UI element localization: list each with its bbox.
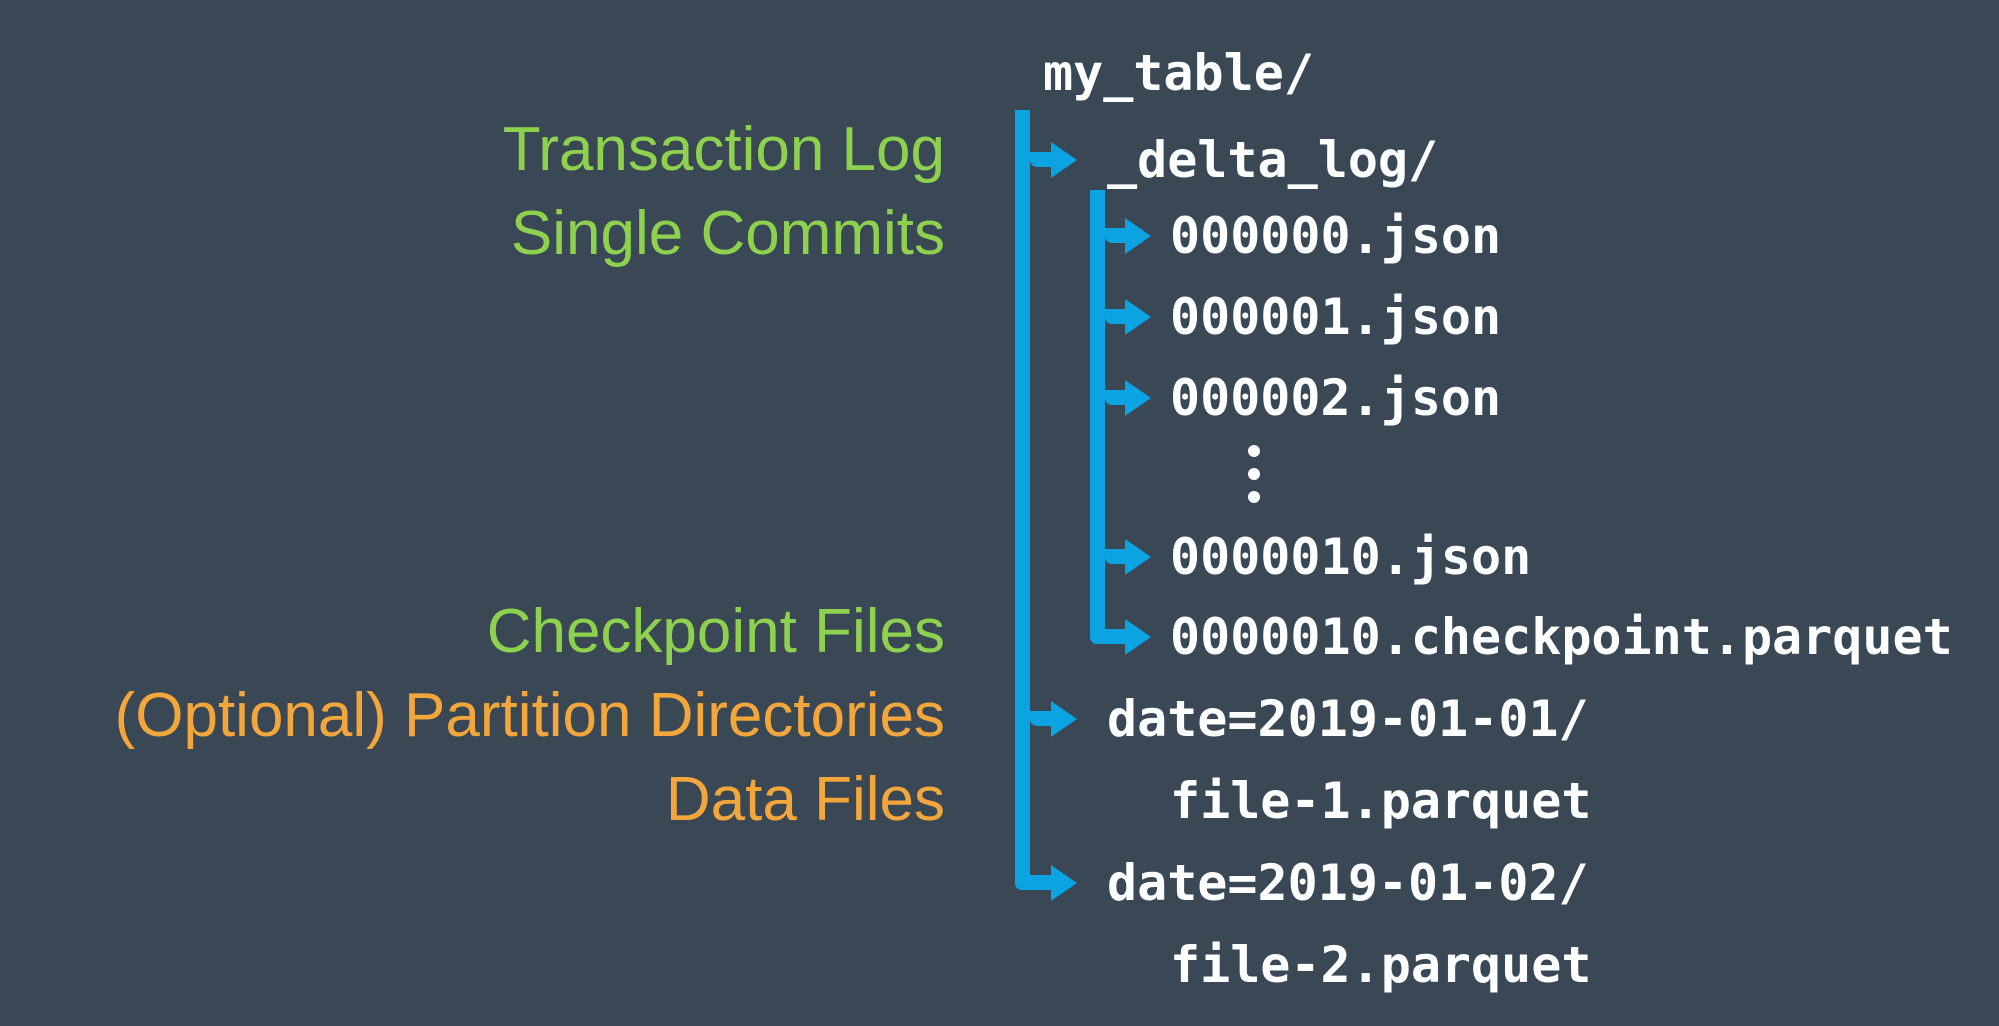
arrow-to-delta-log-head	[1051, 142, 1077, 178]
label-transaction-log: Transaction Log	[502, 115, 945, 184]
arrow-to-json-000002-head	[1125, 380, 1151, 416]
tree-item-json-000001: 000001.json	[1170, 288, 1502, 346]
arrow-to-partition-01-shaft	[1030, 711, 1051, 726]
arrow-to-partition-02-head	[1051, 865, 1077, 901]
arrow-to-delta-log-shaft	[1030, 152, 1051, 167]
label-checkpoint-files: Checkpoint Files	[486, 597, 945, 666]
tree-item-checkpoint-parquet: 0000010.checkpoint.parquet	[1170, 608, 1953, 666]
arrow-to-json-000002-shaft	[1105, 390, 1125, 405]
arrow-to-json-000000-head	[1125, 218, 1151, 254]
tree-item-my-table: my_table/	[1043, 44, 1314, 102]
tree-item-json-0000010: 0000010.json	[1170, 528, 1532, 586]
tree-item-file-2-parquet: file-2.parquet	[1170, 936, 1592, 994]
tree-item-partition-2019-01-02: date=2019-01-02/	[1107, 854, 1589, 912]
arrow-to-partition-01-head	[1051, 701, 1077, 737]
label-group-bottom: Checkpoint Files (Optional) Partition Di…	[115, 590, 945, 842]
arrow-to-checkpoint-shaft	[1090, 629, 1125, 644]
tree-item-json-000000: 000000.json	[1170, 207, 1502, 265]
delta-log-branch-line	[1090, 190, 1105, 644]
label-data-files: Data Files	[665, 765, 945, 834]
label-single-commits: Single Commits	[510, 199, 945, 268]
arrow-to-partition-02-shaft	[1015, 875, 1051, 890]
tree-item-file-1-parquet: file-1.parquet	[1170, 772, 1592, 830]
tree-trunk-line	[1015, 110, 1030, 890]
tree-item-partition-2019-01-01: date=2019-01-01/	[1107, 690, 1589, 748]
vertical-ellipsis-icon	[1248, 445, 1260, 503]
arrow-to-json-000001-head	[1125, 299, 1151, 335]
label-partition-directories: (Optional) Partition Directories	[114, 681, 945, 750]
arrow-to-json-000001-shaft	[1105, 309, 1125, 324]
arrow-to-json-0000010-shaft	[1105, 549, 1125, 564]
tree-item-json-000002: 000002.json	[1170, 369, 1502, 427]
tree-item-delta-log: _delta_log/	[1107, 131, 1439, 189]
arrow-to-checkpoint-head	[1125, 619, 1151, 655]
arrow-to-json-000000-shaft	[1105, 228, 1125, 243]
label-group-top: Transaction Log Single Commits	[503, 108, 945, 276]
arrow-to-json-0000010-head	[1125, 539, 1151, 575]
